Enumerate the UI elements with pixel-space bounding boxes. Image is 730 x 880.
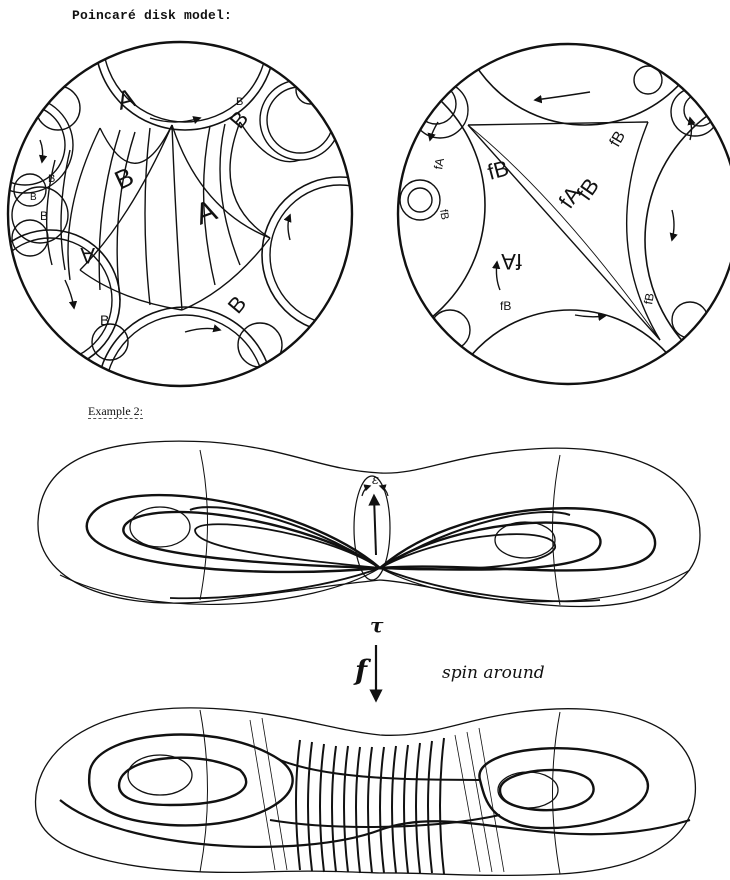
- left-label-10: B: [236, 96, 243, 108]
- epsilon-label: ε: [372, 473, 379, 488]
- left-label-9: B: [30, 192, 37, 203]
- upper-right-hole: [495, 522, 555, 558]
- right-label-7: fA: [431, 157, 447, 171]
- left-disk-tiling: [0, 0, 418, 483]
- right-label-1: fA: [501, 249, 522, 274]
- right-label-8: fB: [437, 208, 451, 220]
- lower-outer-boundary: [36, 708, 696, 876]
- lower-surface: [36, 708, 696, 876]
- f-label: f: [353, 654, 372, 687]
- left-disk-boundary: [8, 42, 352, 386]
- left-label-5: B: [223, 291, 252, 318]
- lower-neck-ribs: [296, 738, 444, 874]
- left-disk: A B A B B B A B B B B: [0, 0, 418, 483]
- upper-surface: ε: [38, 441, 700, 606]
- map-arrow-group: τ f spin around: [353, 613, 545, 700]
- right-label-9: fB: [641, 292, 657, 306]
- tau-label: τ: [370, 613, 384, 637]
- left-label-11: B: [48, 173, 55, 185]
- right-label-6: fB: [500, 299, 511, 313]
- left-label-1: A: [114, 82, 139, 116]
- left-label-7: A: [80, 243, 95, 268]
- upper-center-arrow: [374, 496, 376, 555]
- right-disk-labels: fA fB fB fA fB fB fA fB fB: [431, 128, 657, 313]
- left-label-8: B: [40, 209, 48, 223]
- upper-outer-boundary: [38, 441, 700, 606]
- right-label-5: fB: [607, 128, 629, 150]
- lower-left-hole: [128, 755, 192, 795]
- right-disk: fA fB fB fA fB fB fA fB fB: [195, 0, 730, 570]
- left-label-2: B: [110, 161, 138, 196]
- spin-label: spin around: [442, 663, 545, 683]
- right-disk-tiling: [195, 0, 730, 570]
- upper-meridian: [354, 476, 390, 580]
- left-label-3: A: [191, 194, 221, 232]
- left-label-6: B: [100, 312, 109, 328]
